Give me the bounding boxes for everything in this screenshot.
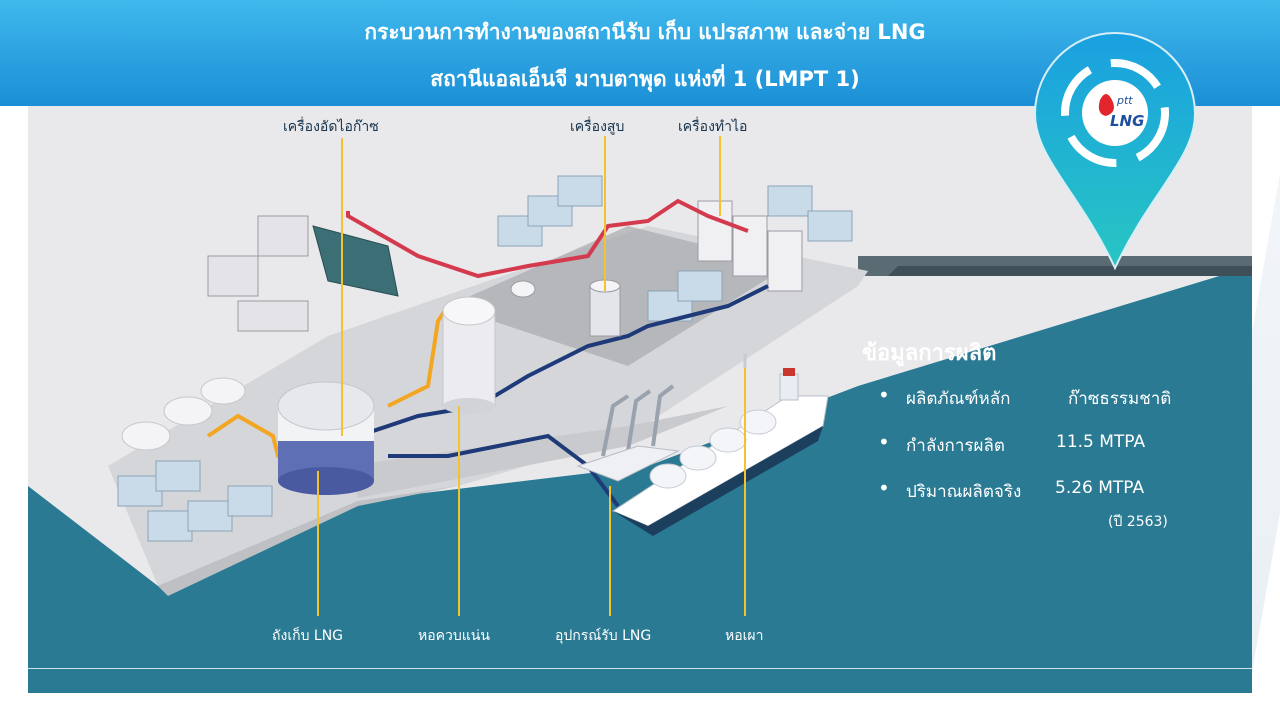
label-storage-tank: ถังเก็บ LNG (272, 628, 344, 644)
info-heading: ข้อมูลการผลิต (862, 341, 997, 366)
plant-diagram-panel (28, 106, 1252, 693)
info-label: กำลังการผลิต (906, 436, 1005, 456)
pump-station (589, 279, 621, 337)
label-condenser-tower: หอควบแน่น (418, 628, 490, 644)
lng-storage-tank (277, 381, 375, 495)
page-title: กระบวนการทำงานของสถานีรับ เก็บ แปรสภาพ แ… (364, 20, 926, 44)
bullet-icon: • (878, 383, 890, 407)
recycle-arrows-icon (1061, 59, 1169, 167)
unloading-platform (576, 445, 680, 482)
logo-brand-top: ptt (1116, 94, 1133, 107)
info-value: ก๊าซธรรมชาติ (1068, 389, 1172, 409)
info-value: 11.5 MTPA (1056, 432, 1146, 452)
callout-leader-lines (317, 136, 746, 616)
label-compressor: เครื่องอัดไอก๊าซ (283, 119, 379, 135)
label-vaporizer: เครื่องทำไอ (678, 119, 748, 135)
vaporizer-units (697, 200, 803, 292)
unloading-arms (601, 384, 675, 457)
info-label: ปริมาณผลิตจริง (906, 482, 1022, 502)
condenser-tower (442, 296, 496, 414)
label-pump: เครื่องสูบ (570, 119, 625, 135)
bullet-icon: • (878, 430, 890, 454)
logo-brand-bottom: LNG (1110, 112, 1144, 130)
warehouse-cluster-top (497, 175, 853, 322)
info-value: 5.26 MTPA (1055, 478, 1145, 498)
tank-discs (121, 377, 246, 451)
page-subtitle: สถานีแอลเอ็นจี มาบตาพุด แห่งที่ 1 (LMPT … (430, 67, 860, 91)
warehouse-cluster-left (117, 460, 273, 542)
production-info: ข้อมูลการผลิต (862, 335, 996, 370)
navy-pipeline (327, 284, 769, 448)
lng-carrier-ship (611, 368, 829, 536)
sea-area (28, 266, 1252, 693)
bullet-icon: • (878, 476, 890, 500)
label-unloading-arm: อุปกรณ์รับ LNG (555, 628, 652, 644)
info-note: (ปี 2563) (1108, 514, 1168, 530)
plant-illustration (28, 136, 1252, 693)
compressor-shed (312, 225, 399, 297)
ptt-drop-icon (1098, 94, 1114, 116)
utility-buildings (207, 215, 309, 332)
ptt-lng-logo: ptt LNG (1033, 31, 1197, 271)
red-pipeline (346, 198, 749, 279)
label-flare: หอเผา (725, 628, 764, 644)
info-label: ผลิตภัณฑ์หลัก (906, 389, 1011, 409)
waterline (28, 668, 1252, 669)
